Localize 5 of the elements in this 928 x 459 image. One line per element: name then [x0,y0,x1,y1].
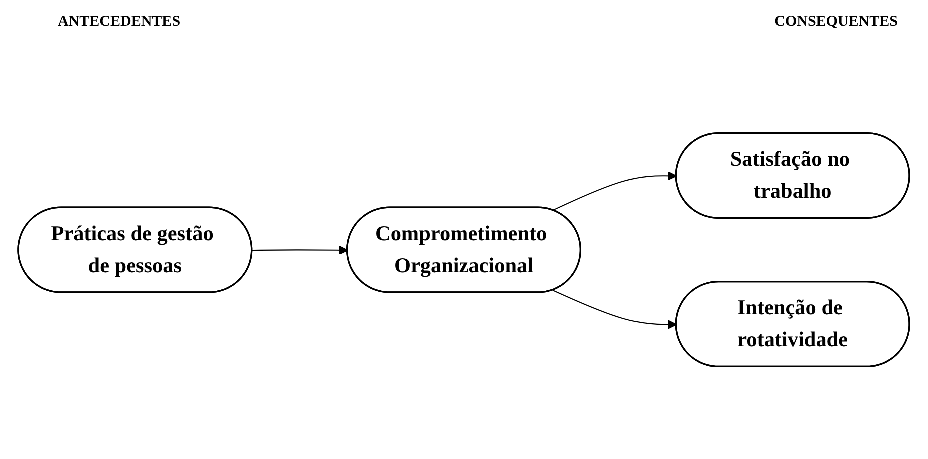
arrow [552,290,678,330]
column-heading: ANTECEDENTES [58,14,181,31]
arrow [252,246,348,256]
arrow [552,172,678,212]
column-heading: CONSEQUENTES [774,14,898,31]
